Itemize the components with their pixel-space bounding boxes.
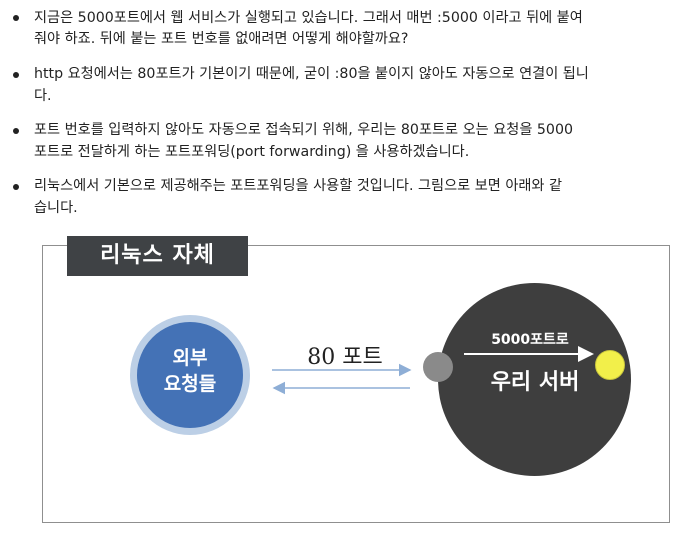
external-requests-label-line-1: 외부 — [172, 347, 208, 369]
bullet-1-line-1: 지금은 5000포트에서 웹 서비스가 실행되고 있습니다. 그래서 매번 :5… — [34, 10, 583, 26]
bullet-dot — [13, 184, 19, 190]
bullet-4-line-1: 리눅스에서 기본으로 제공해주는 포트포워딩을 사용할 것입니다. 그림으로 보… — [34, 178, 563, 194]
bullet-dot — [13, 15, 19, 21]
bullet-3-line-2: 포트로 전달하게 하는 포트포워딩(port forwarding) 을 사용하… — [34, 144, 470, 160]
port-5000-exit-dot — [595, 350, 625, 380]
bullet-dot — [13, 72, 19, 78]
linux-frame-title: 리눅스 자체 — [67, 236, 248, 276]
external-requests-label: 외부 요청들 — [137, 345, 243, 397]
external-requests-label-line-2: 요청들 — [163, 373, 217, 395]
our-server-label: 우리 서버 — [490, 370, 580, 395]
bullet-3-line-1: 포트 번호를 입력하지 않아도 자동으로 접속되기 위해, 우리는 80포트로 … — [34, 122, 574, 138]
bullet-dot — [13, 128, 19, 134]
external-requests-circle — [137, 322, 243, 428]
our-server-circle — [438, 283, 631, 476]
bullet-2-line-2: 다. — [34, 88, 52, 104]
to-port-5000-label: 5000포트로 — [491, 332, 569, 348]
bullet-2-line-1: http 요청에서는 80포트가 기본이기 때문에, 굳이 :80을 붙이지 않… — [34, 66, 589, 82]
port-80-entry-dot — [423, 352, 453, 382]
port-80-label: 80 포트 — [307, 345, 383, 370]
bullet-1-line-2: 줘야 하죠. 뒤에 붙는 포트 번호를 없애려면 어떻게 해야할까요? — [34, 31, 409, 47]
bullet-4-line-2: 습니다. — [34, 200, 78, 216]
